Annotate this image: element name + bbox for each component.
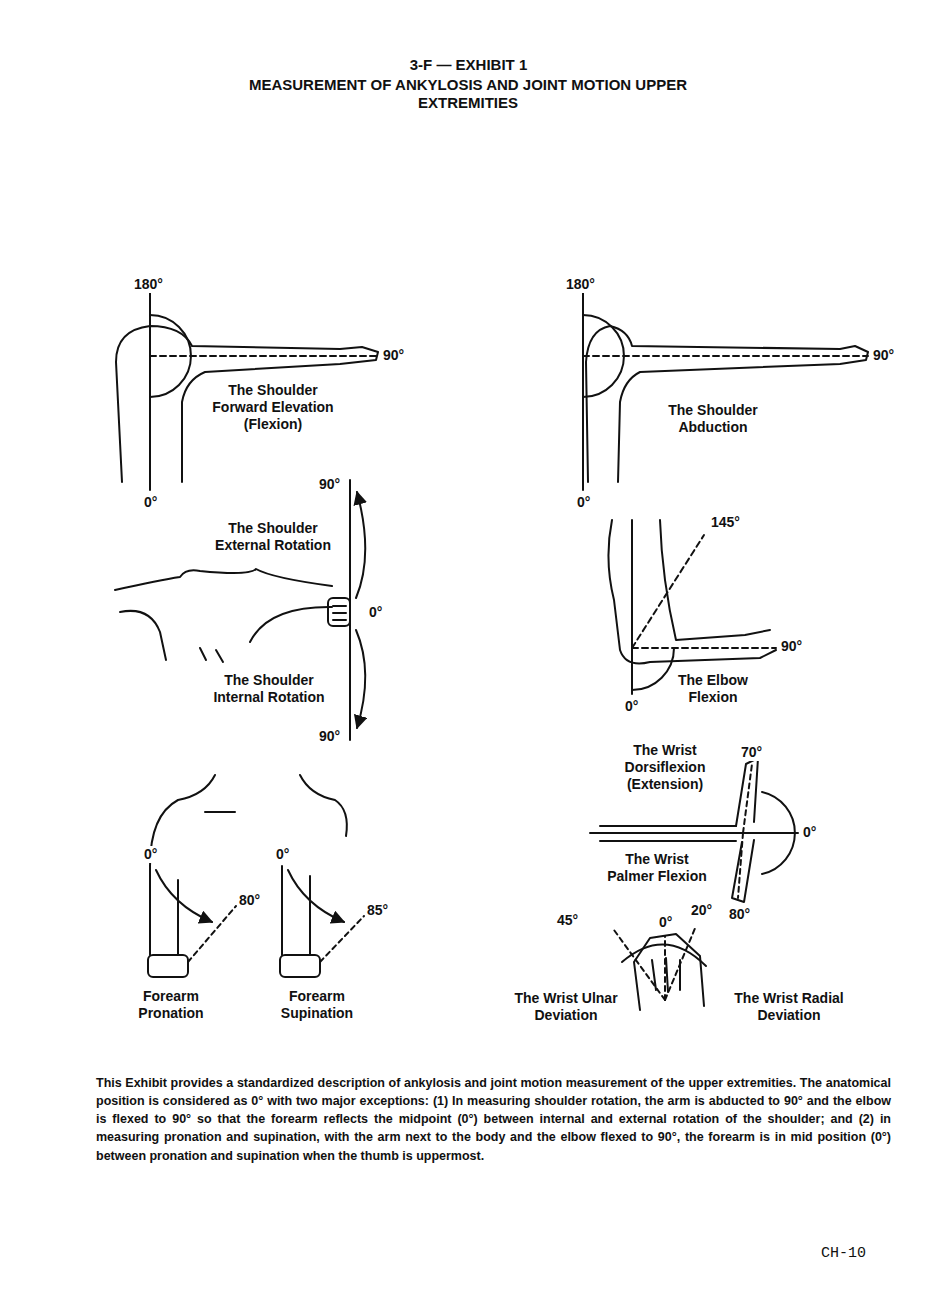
exhibit-caption: This Exhibit provides a standardized des… [95, 1074, 892, 1165]
angle-value: 45° [556, 912, 579, 929]
motion-name: The Wrist Palmer Flexion [604, 851, 710, 885]
elbow-flexion-figure [608, 520, 776, 694]
page-number: CH-10 [820, 1245, 867, 1263]
motion-name: The Wrist Radial Deviation [728, 990, 850, 1024]
angle-value: 20° [690, 902, 713, 919]
motion-name: The Wrist Dorsiflexion (Extension) [614, 742, 716, 792]
angle-value: 0° [658, 914, 673, 931]
motion-name: The Elbow Flexion [672, 672, 754, 706]
wrist-deviation-figure [614, 926, 706, 1010]
angle-value: 90° [780, 638, 803, 655]
angle-value: 0° [143, 494, 158, 511]
angle-value: 0° [624, 698, 639, 715]
angle-value: 85° [366, 902, 389, 919]
angle-value: 90° [382, 347, 405, 364]
angle-value: 90° [318, 476, 341, 493]
angle-value: 80° [238, 892, 261, 909]
shoulder-abduction-figure [583, 290, 868, 490]
motion-name: Forearm Pronation [125, 988, 217, 1022]
angle-value: 0° [275, 846, 290, 863]
shoulder-flexion-figure [116, 290, 378, 490]
angle-value: 90° [318, 728, 341, 745]
motion-name: The Shoulder Internal Rotation [203, 672, 335, 706]
angle-value: 0° [368, 604, 383, 621]
angle-value: 0° [802, 824, 817, 841]
motion-name: The Shoulder Forward Elevation (Flexion) [207, 382, 339, 432]
angle-value: 80° [728, 906, 751, 923]
exhibit-title: 3-F — EXHIBIT 1 [0, 56, 935, 74]
angle-value: 0° [143, 846, 158, 863]
exhibit-subtitle: MEASUREMENT OF ANKYLOSIS AND JOINT MOTIO… [247, 76, 689, 112]
angle-value: 70° [740, 744, 763, 761]
angle-value: 0° [576, 494, 591, 511]
shoulder-rotation-figure [115, 480, 365, 740]
motion-name: The Wrist Ulnar Deviation [505, 990, 627, 1024]
forearm-rotation-figure [148, 775, 364, 977]
angle-value: 180° [133, 276, 164, 293]
angle-value: 90° [872, 347, 895, 364]
angle-value: 180° [565, 276, 596, 293]
motion-name: The Shoulder External Rotation [207, 520, 339, 554]
motion-name: The Shoulder Abduction [662, 402, 764, 436]
motion-name: Forearm Supination [271, 988, 363, 1022]
angle-value: 145° [710, 514, 741, 531]
